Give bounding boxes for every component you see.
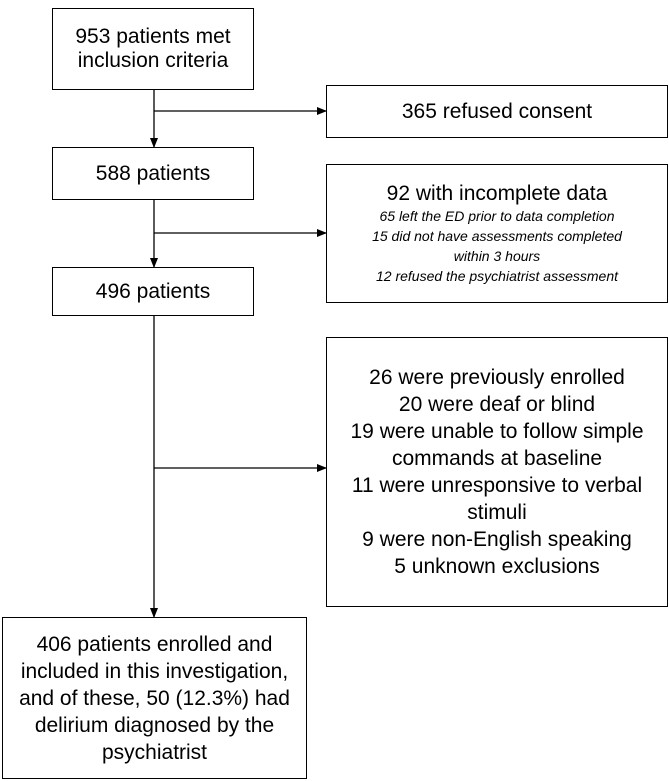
incomplete-detail-4: 12 refused the psychiatrist assessment (375, 267, 618, 284)
incomplete-data-box: 92 with incomplete data 65 left the ED p… (326, 164, 668, 303)
exclusion-line-6: stimuli (467, 501, 527, 524)
patients-588-text: 588 patients (95, 161, 211, 185)
patients-588-box: 588 patients (52, 147, 254, 200)
exclusions-box: 26 were previously enrolled 20 were deaf… (326, 337, 668, 607)
incomplete-data-heading: 92 with incomplete data (386, 181, 608, 205)
inclusion-line-2: inclusion criteria (77, 49, 229, 72)
inclusion-box: 953 patients met inclusion criteria (52, 8, 254, 90)
incomplete-detail-2: 15 did not have assessments completed (372, 227, 622, 244)
enrolled-line-3: and of these, 50 (12.3%) had (19, 686, 290, 710)
inclusion-line-1: 953 patients met (75, 25, 231, 48)
incomplete-detail-1: 65 left the ED prior to data completion (379, 207, 615, 224)
exclusion-line-3: 19 were unable to follow simple (350, 420, 644, 443)
enrolled-box: 406 patients enrolled and included in th… (2, 617, 307, 779)
enrolled-line-4: delirium diagnosed by the (34, 713, 275, 737)
refused-consent-text: 365 refused consent (401, 99, 593, 123)
exclusion-line-1: 26 were previously enrolled (369, 366, 625, 389)
enrolled-line-2: included in this investigation, (20, 659, 289, 683)
exclusion-line-8: 5 unknown exclusions (394, 555, 600, 578)
incomplete-detail-3: within 3 hours (453, 247, 541, 264)
enrolled-line-1: 406 patients enrolled and (36, 632, 273, 656)
exclusion-line-7: 9 were non-English speaking (362, 528, 632, 551)
enrolled-line-5: psychiatrist (101, 740, 208, 764)
exclusion-line-2: 20 were deaf or blind (398, 393, 596, 416)
exclusion-line-4: commands at baseline (391, 447, 603, 470)
exclusion-line-5: 11 were unresponsive to verbal (351, 474, 643, 497)
refused-consent-box: 365 refused consent (326, 85, 668, 138)
patients-496-text: 496 patients (95, 279, 211, 303)
patients-496-box: 496 patients (52, 267, 254, 316)
